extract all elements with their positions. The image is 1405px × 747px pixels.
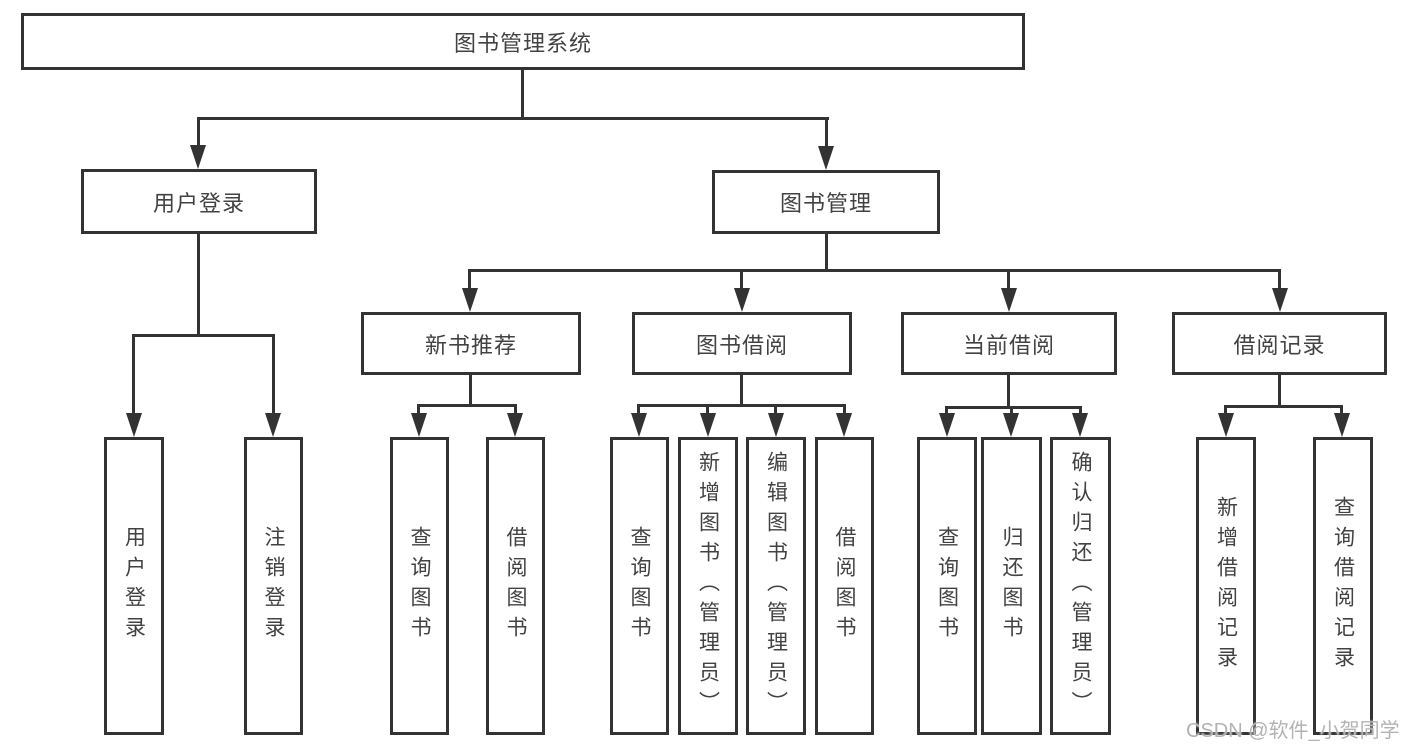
leaf-current-confirm-return-admin-label: 确认归还（管理员） bbox=[1069, 451, 1092, 721]
connector-borrow-stem bbox=[740, 375, 743, 407]
arrowhead-recommend bbox=[462, 288, 478, 312]
arrowhead-current-leaf1 bbox=[939, 413, 955, 437]
connector-drop-recommend-leaf2 bbox=[514, 404, 517, 415]
arrowhead-record bbox=[1272, 288, 1288, 312]
connector-current-rail bbox=[945, 406, 1082, 409]
connector-login-stem bbox=[197, 234, 200, 337]
connector-root-stem bbox=[521, 70, 524, 120]
connector-drop-recommend-leaf1 bbox=[417, 404, 420, 415]
leaf-record-add-record-label: 新增借阅记录 bbox=[1214, 496, 1238, 676]
arrowhead-borrow-leaf4 bbox=[836, 413, 852, 437]
connector-login-rail bbox=[132, 334, 275, 337]
connector-drop-borrow-leaf1 bbox=[637, 404, 640, 415]
arrowhead-record-leaf1 bbox=[1218, 413, 1234, 437]
connector-drop-login-leaf1 bbox=[132, 334, 135, 415]
connector-drop-borrow bbox=[740, 269, 743, 293]
connector-drop-record bbox=[1278, 269, 1281, 293]
connector-drop-book-management bbox=[825, 117, 828, 149]
leaf-user-login: 用户登录 bbox=[104, 437, 164, 735]
leaf-current-return-book: 归还图书 bbox=[981, 437, 1042, 735]
arrowhead-user-login bbox=[190, 145, 206, 169]
node-book-management: 图书管理 bbox=[712, 170, 940, 234]
leaf-logout: 注销登录 bbox=[244, 437, 303, 735]
node-borrow-record: 借阅记录 bbox=[1172, 312, 1387, 375]
node-current-borrow-label: 当前借阅 bbox=[962, 332, 1055, 358]
node-book-borrow: 图书借阅 bbox=[632, 312, 852, 375]
connector-borrow-rail bbox=[637, 404, 845, 407]
leaf-borrow-query-book-label: 查询图书 bbox=[628, 526, 651, 646]
connector-drop-current-leaf3 bbox=[1079, 406, 1082, 415]
arrowhead-borrow bbox=[734, 288, 750, 312]
node-user-login-label: 用户登录 bbox=[152, 190, 245, 216]
arrowhead-login-leaf1 bbox=[126, 413, 142, 437]
leaf-borrow-add-book-admin: 新增图书（管理员） bbox=[678, 437, 738, 735]
connector-drop-login-leaf2 bbox=[272, 334, 275, 415]
leaf-current-return-book-label: 归还图书 bbox=[1000, 526, 1023, 646]
connector-level3-rail bbox=[468, 269, 1281, 272]
leaf-record-query-record-label: 查询借阅记录 bbox=[1331, 496, 1355, 676]
csdn-watermark: CSDN @软件_小贺同学 bbox=[1186, 720, 1400, 742]
connector-manage-stem bbox=[825, 234, 828, 272]
connector-record-rail bbox=[1224, 405, 1343, 408]
connector-current-stem bbox=[1007, 375, 1010, 409]
arrowhead-record-leaf2 bbox=[1334, 413, 1350, 437]
connector-drop-current bbox=[1007, 269, 1010, 293]
arrowhead-current bbox=[1001, 288, 1017, 312]
leaf-logout-label: 注销登录 bbox=[262, 526, 285, 646]
connector-drop-borrow-leaf4 bbox=[843, 404, 846, 415]
leaf-record-query-record: 查询借阅记录 bbox=[1313, 437, 1373, 735]
connector-record-stem bbox=[1278, 375, 1281, 408]
leaf-recommend-borrow-book: 借阅图书 bbox=[486, 437, 545, 735]
node-library-system-label: 图书管理系统 bbox=[453, 30, 592, 56]
connector-drop-record-leaf1 bbox=[1224, 405, 1227, 415]
arrowhead-borrow-leaf1 bbox=[631, 413, 647, 437]
node-new-book-recommend: 新书推荐 bbox=[361, 312, 581, 375]
leaf-borrow-edit-book-admin-label: 编辑图书（管理员） bbox=[764, 451, 788, 721]
connector-drop-current-leaf1 bbox=[945, 406, 948, 415]
node-current-borrow: 当前借阅 bbox=[901, 312, 1117, 375]
connector-drop-borrow-leaf2 bbox=[706, 404, 709, 415]
leaf-recommend-borrow-book-label: 借阅图书 bbox=[504, 526, 527, 646]
leaf-recommend-query-book: 查询图书 bbox=[390, 437, 449, 735]
leaf-user-login-label: 用户登录 bbox=[122, 526, 146, 646]
connector-drop-recommend bbox=[468, 269, 471, 293]
arrowhead-book-management bbox=[818, 146, 834, 170]
leaf-current-query-book: 查询图书 bbox=[917, 437, 977, 735]
arrowhead-recommend-leaf2 bbox=[507, 413, 523, 437]
leaf-borrow-edit-book-admin: 编辑图书（管理员） bbox=[746, 437, 806, 735]
node-new-book-recommend-label: 新书推荐 bbox=[424, 332, 517, 358]
node-library-system: 图书管理系统 bbox=[21, 13, 1025, 70]
node-book-borrow-label: 图书借阅 bbox=[695, 332, 788, 358]
leaf-borrow-borrow-book: 借阅图书 bbox=[815, 437, 874, 735]
connector-recommend-stem bbox=[469, 375, 472, 407]
node-user-login: 用户登录 bbox=[81, 169, 317, 234]
node-book-management-label: 图书管理 bbox=[779, 191, 872, 216]
connector-drop-current-leaf2 bbox=[1010, 406, 1013, 415]
connector-drop-user-login bbox=[197, 117, 200, 149]
leaf-current-confirm-return-admin: 确认归还（管理员） bbox=[1050, 437, 1111, 735]
arrowhead-borrow-leaf3 bbox=[768, 413, 784, 437]
arrowhead-current-leaf2 bbox=[1003, 413, 1019, 437]
connector-drop-record-leaf2 bbox=[1340, 405, 1343, 415]
node-borrow-record-label: 借阅记录 bbox=[1233, 332, 1326, 358]
connector-level2-rail bbox=[197, 117, 829, 120]
arrowhead-borrow-leaf2 bbox=[700, 413, 716, 437]
leaf-borrow-add-book-admin-label: 新增图书（管理员） bbox=[696, 451, 720, 721]
arrowhead-current-leaf3 bbox=[1072, 413, 1088, 437]
arrowhead-login-leaf2 bbox=[265, 413, 281, 437]
leaf-recommend-query-book-label: 查询图书 bbox=[408, 526, 431, 646]
connector-recommend-rail bbox=[417, 404, 517, 407]
leaf-record-add-record: 新增借阅记录 bbox=[1196, 437, 1256, 735]
leaf-borrow-query-book: 查询图书 bbox=[610, 437, 669, 735]
leaf-borrow-borrow-book-label: 借阅图书 bbox=[833, 526, 856, 646]
leaf-current-query-book-label: 查询图书 bbox=[935, 526, 959, 646]
connector-drop-borrow-leaf3 bbox=[774, 404, 777, 415]
arrowhead-recommend-leaf1 bbox=[411, 413, 427, 437]
